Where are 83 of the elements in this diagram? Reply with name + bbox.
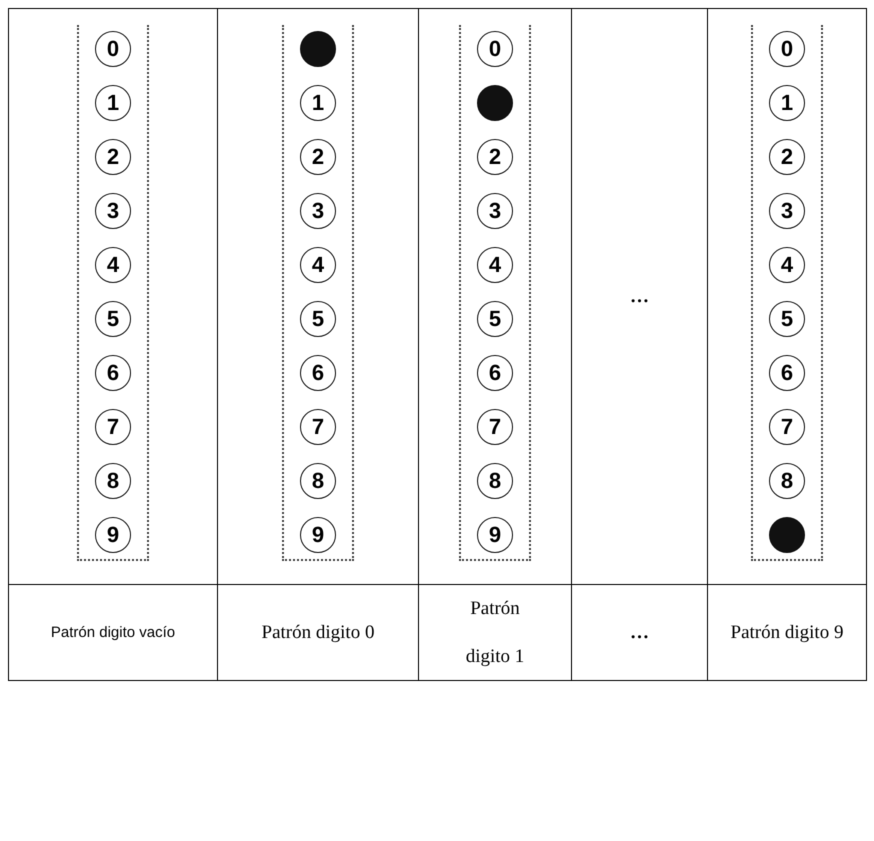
bubble-digit: 6 [488,360,502,386]
bubble-digit: 0 [488,36,502,62]
answer-bubble [95,193,131,229]
bubble-digit: 7 [780,414,794,440]
filled-bubble [300,31,336,67]
answer-bubble [95,247,131,283]
bubble-digit: 6 [312,360,324,386]
cell-text: Patrón digito 9 [730,620,844,644]
bubble-digit: 9 [106,522,120,548]
answer-bubble [477,517,513,553]
bubble-digit: 5 [488,306,502,332]
answer-bubble [95,301,131,337]
answer-bubble [769,85,805,121]
answer-bubble [300,517,336,553]
answer-bubble [300,193,336,229]
answer-bubble [769,301,805,337]
bubble-digit: 0 [106,36,120,62]
answer-bubble [95,85,131,121]
bubble-digit: 7 [106,414,120,440]
bubble-digit: 4 [488,252,502,278]
answer-bubble [300,247,336,283]
bubble-digit: 5 [106,306,120,332]
bubble-digit: 6 [106,360,120,386]
answer-bubble [769,463,805,499]
bubble-digit: 1 [780,90,794,116]
answer-bubble [769,193,805,229]
answer-bubble [477,355,513,391]
answer-bubble [477,139,513,175]
answer-bubble [300,355,336,391]
answer-bubble [95,517,131,553]
bubble-digit: 5 [312,306,324,332]
answer-bubble [300,301,336,337]
bubble-digit: 7 [312,414,324,440]
bubble-digit: 4 [312,252,324,278]
answer-bubble [95,409,131,445]
bubble-digit: 8 [780,468,794,494]
bubble-digit: 8 [488,468,502,494]
ellipsis: … [630,620,649,644]
answer-bubble [300,139,336,175]
bubble-digit: 0 [780,36,794,62]
answer-bubble [477,463,513,499]
bubble-digit: 2 [780,144,794,170]
answer-bubble [95,355,131,391]
bubble-digit: 3 [106,198,120,224]
answer-bubble [95,31,131,67]
bubble-digit: 1 [106,90,120,116]
bubble-digit: 1 [312,90,324,116]
answer-bubble [477,301,513,337]
cell-text: Patrón digito 1 [464,596,526,668]
answer-bubble [477,31,513,67]
bubble-digit: 5 [780,306,794,332]
bubble-digit: 9 [488,522,502,548]
bubble-digit: 4 [106,252,120,278]
cell-text: Patrón digito vacío [50,622,176,642]
answer-bubble [769,355,805,391]
bubble-digit: 4 [780,252,794,278]
filled-bubble [769,517,805,553]
answer-bubble [300,409,336,445]
bubble-digit: 2 [488,144,502,170]
ellipsis: … [630,284,649,308]
bubble-digit: 8 [106,468,120,494]
answer-bubble [300,85,336,121]
answer-bubble [477,409,513,445]
answer-bubble [769,409,805,445]
answer-bubble [477,193,513,229]
bubble-digit: 3 [312,198,324,224]
cell-text: Patrón digito 0 [262,620,374,644]
answer-bubble [769,31,805,67]
bubble-digit: 7 [488,414,502,440]
bubble-digit: 2 [106,144,120,170]
answer-bubble [300,463,336,499]
bubble-digit: 3 [488,198,502,224]
bubble-digit: 8 [312,468,324,494]
bubble-digit: 6 [780,360,794,386]
filled-bubble [477,85,513,121]
answer-bubble [769,139,805,175]
answer-bubble [477,247,513,283]
answer-bubble [95,139,131,175]
answer-bubble [769,247,805,283]
bubble-digit: 3 [780,198,794,224]
answer-bubble [95,463,131,499]
bubble-digit: 9 [312,522,324,548]
bubble-digit: 2 [312,144,324,170]
